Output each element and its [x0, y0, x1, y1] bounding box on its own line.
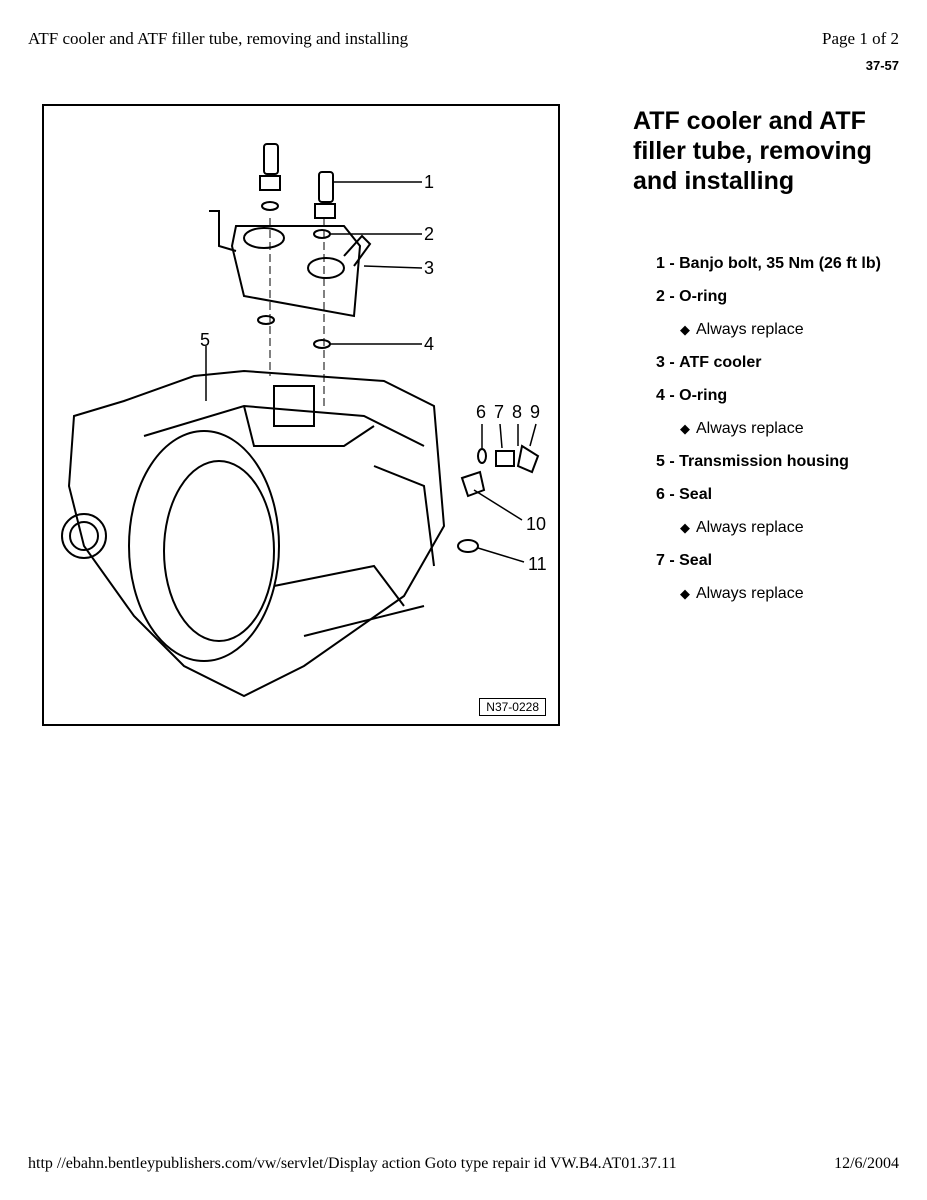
callout-1: 1 [424, 172, 434, 192]
note-text: Always replace [696, 321, 804, 338]
part-number: 2 - [656, 288, 675, 305]
parts-list: 1 - Banjo bolt, 35 Nm (26 ft lb) 2 - O-r… [656, 254, 896, 617]
callout-7: 7 [494, 402, 504, 422]
note-text: Always replace [696, 420, 804, 437]
page-number: Page 1 of 2 [822, 29, 899, 48]
part-label: Banjo bolt, 35 Nm (26 ft lb) [679, 255, 881, 272]
callout-10: 10 [526, 514, 546, 534]
part-number: 3 - [656, 354, 675, 371]
list-item: 1 - Banjo bolt, 35 Nm (26 ft lb) [656, 254, 896, 273]
note-text: Always replace [696, 585, 804, 602]
callout-11: 11 [528, 554, 547, 574]
part-note: ◆ Always replace [680, 419, 896, 438]
part-note: ◆ Always replace [680, 584, 896, 603]
part-label: ATF cooler [679, 354, 762, 371]
transmission-illustration: 1 2 3 4 5 6 7 8 9 10 11 [61, 143, 547, 698]
list-item: 4 - O-ring ◆ Always replace [656, 386, 896, 438]
list-item: 3 - ATF cooler [656, 353, 896, 372]
part-label: Transmission housing [679, 453, 849, 470]
list-item: 5 - Transmission housing [656, 452, 896, 471]
footer-date: 12/6/2004 [834, 1155, 899, 1172]
part-number: 6 - [656, 486, 675, 503]
diamond-bullet-icon: ◆ [680, 520, 690, 535]
part-number: 7 - [656, 552, 675, 569]
part-number: 1 - [656, 255, 675, 272]
part-number: 4 - [656, 387, 675, 404]
list-item: 7 - Seal ◆ Always replace [656, 551, 896, 603]
part-label: Seal [679, 486, 713, 503]
callout-6: 6 [476, 402, 486, 422]
diamond-bullet-icon: ◆ [680, 586, 690, 601]
part-label: Seal [679, 552, 713, 569]
part-note: ◆ Always replace [680, 518, 896, 537]
part-label: O-ring [679, 387, 728, 404]
figure-id: N37-0228 [479, 698, 546, 716]
callout-5: 5 [200, 330, 210, 350]
page-heading: ATF cooler and ATF filler tube, removing… [633, 107, 872, 195]
callout-4: 4 [424, 334, 434, 354]
note-text: Always replace [696, 519, 804, 536]
part-label: O-ring [679, 288, 728, 305]
exploded-view-figure: 1 2 3 4 5 6 7 8 9 10 11 N37-0228 [42, 104, 560, 726]
callout-3: 3 [424, 258, 434, 278]
diamond-bullet-icon: ◆ [680, 322, 690, 337]
callout-8: 8 [512, 402, 522, 422]
callout-2: 2 [424, 224, 434, 244]
list-item: 2 - O-ring ◆ Always replace [656, 287, 896, 339]
part-number: 5 - [656, 453, 675, 470]
page-footer: http //ebahn.bentleypublishers.com/vw/se… [28, 1155, 899, 1173]
callout-9: 9 [530, 402, 540, 422]
list-item: 6 - Seal ◆ Always replace [656, 485, 896, 537]
section-number: 37-57 [865, 58, 899, 73]
document-title: ATF cooler and ATF filler tube, removing… [28, 29, 409, 48]
diamond-bullet-icon: ◆ [680, 421, 690, 436]
callout-labels: 1 2 3 4 5 6 7 8 9 10 11 [200, 172, 547, 574]
part-note: ◆ Always replace [680, 320, 896, 339]
footer-url: http //ebahn.bentleypublishers.com/vw/se… [28, 1155, 677, 1172]
